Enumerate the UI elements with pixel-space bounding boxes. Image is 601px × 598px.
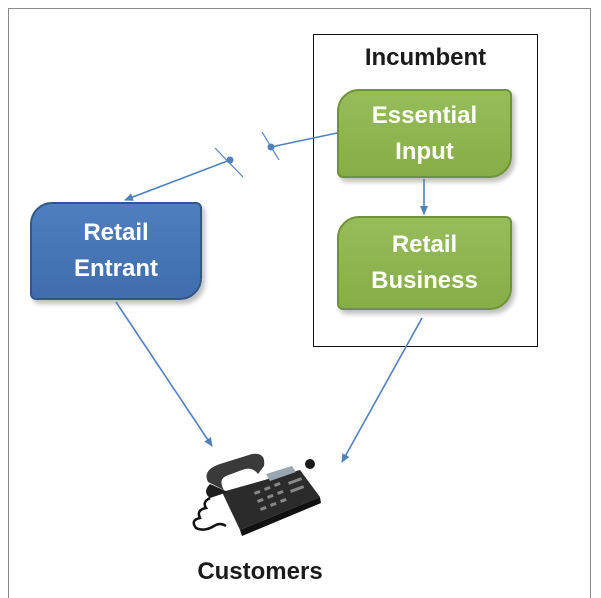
retail-entrant-label: Retail Entrant	[74, 219, 158, 282]
break-tick-left	[214, 147, 244, 178]
retail-business-node: Retail Business	[337, 216, 512, 310]
essential-input-node: Essential Input	[337, 89, 512, 178]
incumbent-container	[313, 34, 538, 347]
break-dot-left	[226, 156, 234, 164]
essential-input-label: Essential Input	[371, 101, 478, 165]
business-to-customers-arrow	[341, 317, 423, 463]
entrant-to-customers-arrow	[115, 301, 213, 447]
break-tick-right	[261, 131, 280, 161]
desk-phone-icon	[192, 453, 321, 536]
customers-label: Customers	[197, 558, 323, 585]
supply-line-segment-1	[270, 132, 338, 148]
diagram-frame	[8, 8, 591, 598]
retail-entrant-node: Retail Entrant	[30, 202, 202, 300]
incumbent-label: Incumbent	[364, 44, 487, 71]
supply-line-segment-2	[124, 159, 231, 201]
retail-business-label: Retail Business	[371, 231, 478, 294]
